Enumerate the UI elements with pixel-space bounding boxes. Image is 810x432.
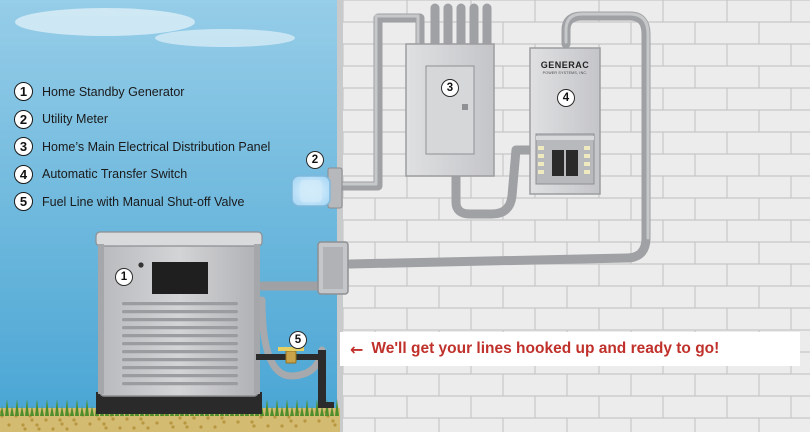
- legend: 1 Home Standby Generator 2 Utility Meter…: [14, 78, 334, 216]
- legend-item: 2 Utility Meter: [14, 106, 334, 134]
- legend-number: 3: [14, 137, 33, 157]
- conduit-highlight: [336, 12, 650, 240]
- legend-label: Home’s Main Electrical Distribution Pane…: [42, 139, 271, 154]
- transfer-switch-brand-sub: POWER SYSTEMS, INC.: [542, 71, 588, 75]
- automatic-transfer-switch: [529, 47, 601, 195]
- cloud: [15, 8, 195, 36]
- legend-item: 5 Fuel Line with Manual Shut-off Valve: [14, 188, 334, 216]
- fuel-line: [258, 296, 326, 380]
- arrow-left-icon: ←: [350, 339, 364, 359]
- marker-generator: 1: [115, 268, 133, 286]
- caption-banner: ← We'll get your lines hooked up and rea…: [340, 332, 800, 366]
- legend-number: 2: [14, 109, 33, 129]
- legend-number: 4: [14, 164, 33, 184]
- legend-number: 5: [14, 192, 33, 212]
- legend-label: Automatic Transfer Switch: [42, 167, 188, 182]
- marker-distribution-panel: 3: [441, 79, 459, 97]
- marker-fuel-line: 5: [289, 331, 307, 349]
- legend-item: 3 Home’s Main Electrical Distribution Pa…: [14, 133, 334, 161]
- cloud: [155, 29, 295, 47]
- transfer-switch-brand: GENERAC: [540, 60, 590, 70]
- utility-meter: [291, 167, 343, 209]
- legend-label: Utility Meter: [42, 112, 108, 127]
- marker-transfer-switch: 4: [557, 89, 575, 107]
- legend-label: Home Standby Generator: [42, 84, 185, 99]
- legend-label: Fuel Line with Manual Shut-off Valve: [42, 194, 245, 209]
- disconnect-box: [317, 241, 349, 295]
- legend-item: 4 Automatic Transfer Switch: [14, 161, 334, 189]
- gas-piping: [256, 347, 334, 408]
- legend-number: 1: [14, 82, 33, 102]
- main-distribution-panel: [405, 43, 495, 177]
- marker-utility-meter: 2: [306, 151, 324, 169]
- standby-generator: [95, 231, 263, 414]
- legend-item: 1 Home Standby Generator: [14, 78, 334, 106]
- caption-text: We'll get your lines hooked up and ready…: [371, 340, 720, 357]
